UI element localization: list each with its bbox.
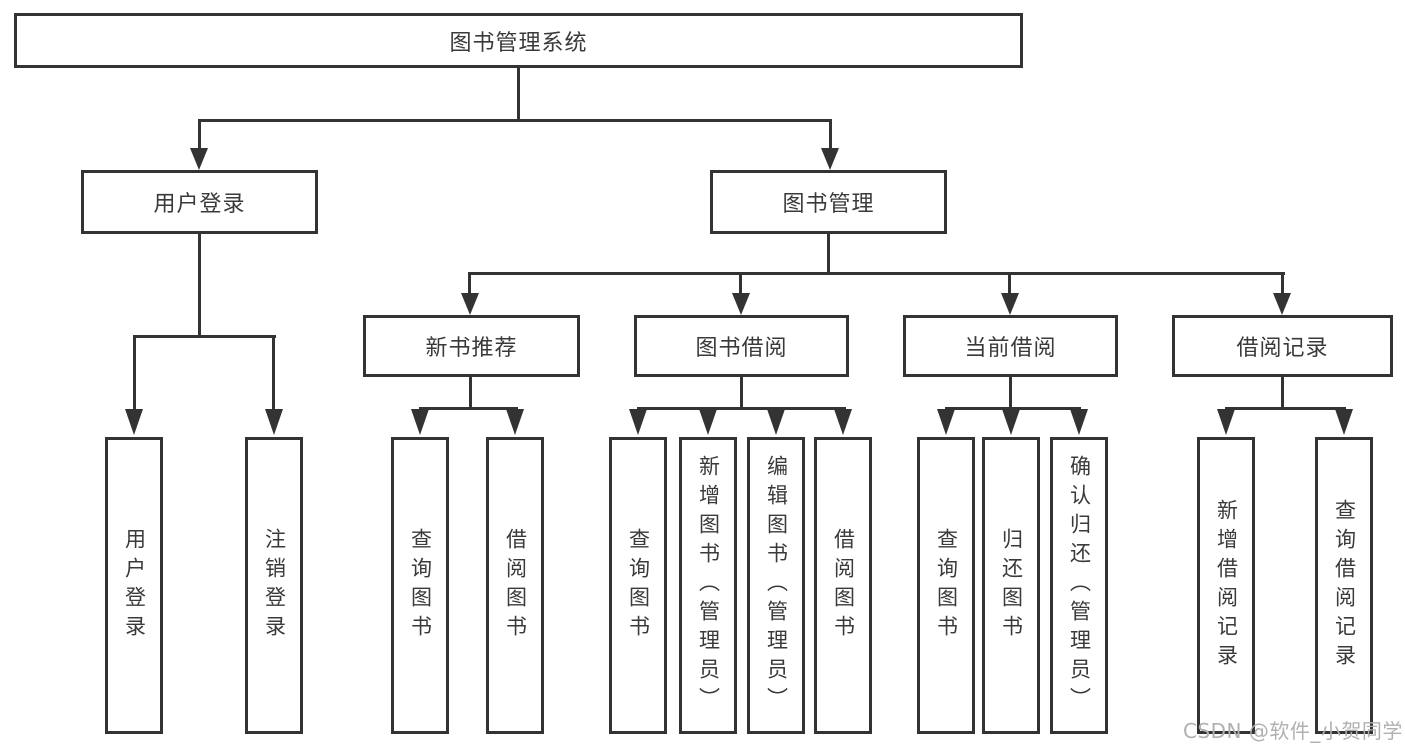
node-current-borrowing: 当前借阅 xyxy=(903,315,1118,377)
node-label: 图书管理 xyxy=(782,192,875,217)
node-label: 编辑图书（管理员） xyxy=(764,455,789,716)
connector-line xyxy=(1009,377,1012,409)
connector-line xyxy=(1281,377,1284,409)
arrow-down-icon xyxy=(1273,293,1291,315)
leaf-query-books-current: 查询图书 xyxy=(917,437,975,734)
arrow-down-icon xyxy=(937,409,955,435)
arrow-down-icon xyxy=(1002,409,1020,435)
arrow-down-icon xyxy=(834,409,852,435)
connector-line xyxy=(272,335,275,409)
node-label: 借阅图书 xyxy=(831,527,856,644)
connector-line xyxy=(468,272,1285,275)
node-label: 查询图书 xyxy=(626,527,651,644)
csdn-watermark: CSDN @软件_小贺同学 xyxy=(1183,719,1403,743)
connector-line xyxy=(739,272,742,294)
arrow-down-icon xyxy=(767,409,785,435)
node-label: 归还图书 xyxy=(999,527,1024,644)
arrow-down-icon xyxy=(190,148,208,170)
node-book-management: 图书管理 xyxy=(710,170,947,234)
node-label: 图书借阅 xyxy=(695,336,788,361)
arrow-down-icon xyxy=(265,409,283,435)
connector-line xyxy=(198,119,201,149)
arrow-down-icon xyxy=(1070,409,1088,435)
connector-line xyxy=(1281,272,1284,294)
arrow-down-icon xyxy=(411,409,429,435)
connector-line xyxy=(827,234,830,274)
arrow-down-icon xyxy=(821,148,839,170)
leaf-logout: 注销登录 xyxy=(245,437,303,734)
node-label: 借阅图书 xyxy=(503,527,528,644)
node-label: 图书管理系统 xyxy=(449,30,588,56)
node-label: 查询图书 xyxy=(934,527,959,644)
leaf-borrow-books-recommend: 借阅图书 xyxy=(486,437,544,734)
node-new-book-recommendation: 新书推荐 xyxy=(363,315,580,377)
leaf-query-books-borrowing: 查询图书 xyxy=(609,437,667,734)
arrow-down-icon xyxy=(699,409,717,435)
node-label: 查询图书 xyxy=(408,527,433,644)
connector-line xyxy=(468,272,471,294)
connector-line xyxy=(469,377,472,409)
node-label: 新书推荐 xyxy=(425,336,518,361)
connector-line xyxy=(133,335,136,409)
arrow-down-icon xyxy=(1001,293,1019,315)
connector-line xyxy=(198,119,832,122)
node-borrowing-records: 借阅记录 xyxy=(1172,315,1393,377)
arrow-down-icon xyxy=(461,293,479,315)
connector-line xyxy=(1008,272,1011,294)
leaf-confirm-return-admin: 确认归还（管理员） xyxy=(1050,437,1108,734)
node-label: 用户登录 xyxy=(122,527,147,644)
connector-line xyxy=(945,407,1081,410)
connector-line xyxy=(1225,407,1346,410)
arrow-down-icon xyxy=(125,409,143,435)
node-label: 注销登录 xyxy=(262,527,287,644)
node-user-login: 用户登录 xyxy=(81,170,318,234)
connector-line xyxy=(637,407,846,410)
connector-line xyxy=(517,68,520,120)
arrow-down-icon xyxy=(506,409,524,435)
leaf-query-books-recommend: 查询图书 xyxy=(391,437,449,734)
node-label: 借阅记录 xyxy=(1236,336,1329,361)
connector-line xyxy=(133,335,276,338)
node-label: 查询借阅记录 xyxy=(1332,498,1357,673)
connector-line xyxy=(740,377,743,409)
arrow-down-icon xyxy=(1217,409,1235,435)
node-library-management-system: 图书管理系统 xyxy=(14,13,1023,68)
node-label: 用户登录 xyxy=(153,192,246,217)
leaf-borrow-books-borrowing: 借阅图书 xyxy=(814,437,872,734)
node-label: 当前借阅 xyxy=(964,336,1057,361)
node-label: 新增图书（管理员） xyxy=(696,455,721,716)
node-book-borrowing: 图书借阅 xyxy=(634,315,849,377)
leaf-query-borrow-record: 查询借阅记录 xyxy=(1315,437,1373,734)
leaf-return-books: 归还图书 xyxy=(982,437,1040,734)
node-label: 确认归还（管理员） xyxy=(1067,455,1092,716)
leaf-edit-book-admin: 编辑图书（管理员） xyxy=(747,437,805,734)
arrow-down-icon xyxy=(732,293,750,315)
leaf-add-borrow-record: 新增借阅记录 xyxy=(1197,437,1255,734)
leaf-user-login: 用户登录 xyxy=(105,437,163,734)
connector-line xyxy=(198,234,201,336)
arrow-down-icon xyxy=(1335,409,1353,435)
node-label: 新增借阅记录 xyxy=(1214,498,1239,673)
connector-line xyxy=(419,407,518,410)
leaf-add-book-admin: 新增图书（管理员） xyxy=(679,437,737,734)
connector-line xyxy=(829,119,832,149)
arrow-down-icon xyxy=(629,409,647,435)
